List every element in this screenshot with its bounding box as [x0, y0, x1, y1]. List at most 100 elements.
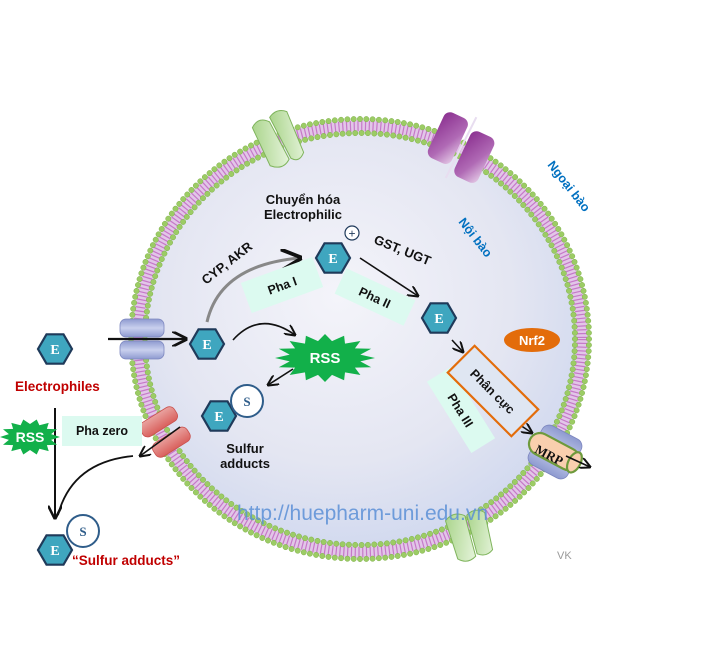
lipid-head [583, 366, 590, 373]
lipid-head [200, 195, 206, 202]
lipid-head [164, 426, 171, 433]
lipid-head [512, 497, 519, 504]
lipid-head [233, 504, 240, 511]
lipid-head [548, 215, 555, 222]
lipid-head [233, 167, 240, 174]
lipid-head [206, 170, 213, 177]
lipid-head [566, 424, 573, 431]
lipid-head [516, 493, 523, 500]
lipid-head [133, 287, 140, 294]
lipid-head [507, 170, 514, 177]
lipid-head [131, 299, 138, 306]
lipid-head [288, 546, 295, 552]
lipid-head [525, 187, 532, 193]
lipid-head [223, 497, 230, 504]
lipid-head [364, 541, 371, 548]
lipid-head [584, 311, 591, 318]
lipid-head [136, 276, 143, 283]
lipid-head [407, 550, 414, 557]
lipid-head [564, 390, 571, 397]
lipid-head [152, 398, 159, 405]
lipid-head [238, 164, 245, 170]
lipid-head [528, 211, 535, 218]
arrow-phase1 [205, 258, 300, 323]
lipid-head [419, 547, 426, 554]
lipid-head [218, 493, 225, 500]
lipid-head [319, 553, 326, 559]
lipid-head [573, 407, 580, 414]
lipid-head [571, 413, 578, 420]
lipid-head [572, 336, 578, 342]
lipid-head [520, 470, 527, 476]
lipid-head [573, 264, 580, 271]
lipid-head [187, 462, 194, 469]
rss-label-inner: RSS [310, 350, 341, 367]
lipid-head [400, 551, 407, 558]
sulfur-symbol-inner: S [243, 394, 250, 409]
lipid-head [382, 117, 389, 124]
lipid-head [363, 555, 370, 562]
lipid-head [377, 130, 384, 137]
lipid-head [556, 258, 563, 265]
lipid-head [570, 311, 577, 318]
lipid-head [231, 151, 238, 158]
lipid-head [579, 282, 585, 288]
lipid-head [564, 281, 571, 288]
lipid-head [183, 213, 190, 220]
lipid-head [154, 404, 161, 411]
phase-zero-box: Pha zero [62, 416, 142, 446]
lipid-head [308, 135, 315, 142]
mrp-transporter[interactable] [520, 419, 590, 484]
lipid-head [375, 116, 382, 123]
electrophile-extracellular: E [36, 333, 74, 365]
lipid-head [226, 155, 233, 162]
lipid-head [150, 393, 157, 399]
extracellular-label: Ngoại bào [545, 158, 593, 215]
lipid-head [255, 154, 261, 161]
membrane-channel-green-top [251, 110, 305, 168]
rss-starburst-inner [275, 334, 375, 382]
positive-charge-symbol: + [348, 227, 355, 241]
lipid-head [131, 372, 138, 379]
lipid-head [390, 132, 397, 139]
lipid-head [260, 520, 267, 527]
lipid-head [152, 273, 159, 280]
lipid-head [498, 180, 504, 187]
lipid-head [364, 130, 371, 137]
lipid-head [237, 148, 244, 155]
electrophile-symbol: E [328, 252, 337, 267]
lipid-head [259, 535, 266, 541]
lipid-head [492, 513, 499, 520]
lipid-head [325, 553, 332, 560]
lipid-head [443, 539, 450, 546]
lipid-head [187, 209, 194, 216]
hexagon-shape [36, 534, 74, 566]
lipid-head [535, 221, 542, 228]
lipid-head [154, 267, 161, 274]
lipid-head [529, 191, 536, 198]
lipid-head [396, 133, 403, 140]
lipid-head [320, 539, 327, 545]
lipid-head [525, 485, 532, 491]
lipid-head [352, 130, 359, 137]
hexagon-shape [36, 333, 74, 365]
electrophile-sulfur-adduct: E [200, 400, 238, 432]
lipid-head [302, 535, 309, 542]
lipid-head [571, 348, 578, 355]
lipid-head [394, 119, 401, 125]
lipid-head [211, 166, 218, 173]
lipid-head [302, 136, 309, 143]
lipid-head [483, 502, 490, 509]
lipid-head [180, 196, 187, 203]
sulfur-adducts-extracellular-label: “Sulfur adducts” [72, 553, 181, 568]
lipid-head [313, 120, 320, 127]
lipid-head [130, 366, 137, 373]
lipid-head [165, 456, 172, 463]
lipid-head [308, 536, 315, 543]
membrane-channel-green-bottom [444, 509, 494, 562]
lipid-head [571, 342, 578, 349]
lipid-head [188, 485, 195, 491]
lipid-head [155, 231, 162, 238]
lipid-head [345, 130, 352, 137]
arrow-efflux-curve [57, 455, 134, 516]
